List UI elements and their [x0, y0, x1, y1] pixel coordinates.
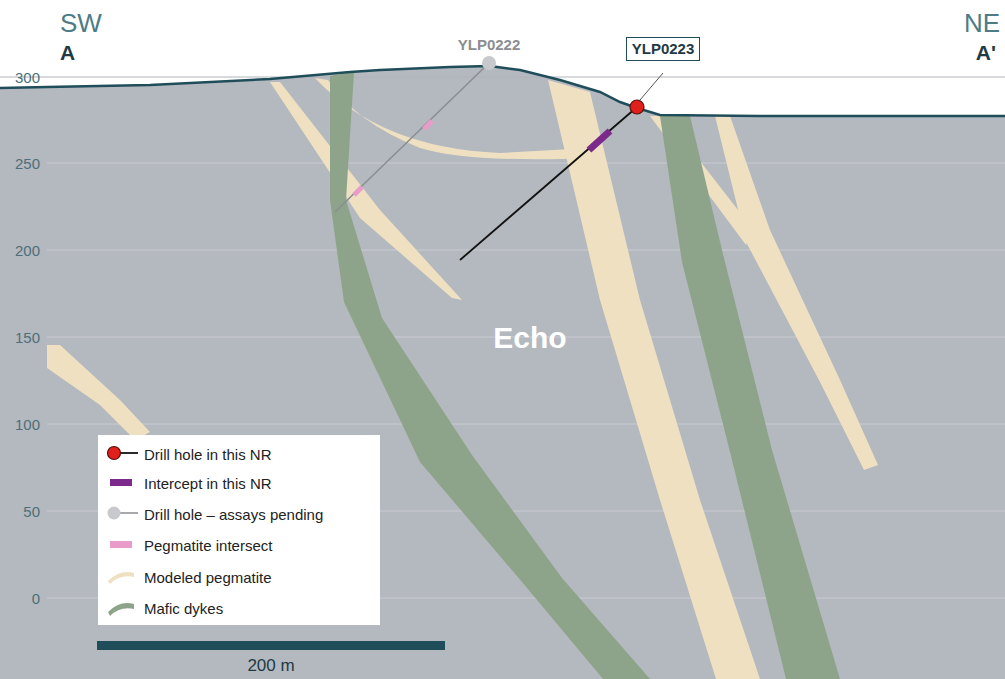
- legend-text: Pegmatite intersect: [144, 537, 272, 554]
- section-end-label: A: [60, 42, 75, 63]
- drill-hole: [460, 107, 637, 260]
- legend-row: Modeled pegmatite: [98, 565, 380, 589]
- axis-tick: 200: [15, 243, 40, 258]
- axis-tick: 300: [15, 70, 40, 85]
- scale-bar: [97, 641, 445, 650]
- direction-label: SW: [60, 10, 102, 36]
- legend-sample: [102, 565, 142, 589]
- legend-sample: [102, 442, 142, 466]
- drill-hole-callout: YLP0223: [626, 37, 701, 62]
- mafic-dykes: [330, 72, 840, 679]
- scale-label: 200 m: [247, 657, 294, 674]
- legend-text: Drill hole in this NR: [144, 446, 272, 463]
- legend-text: Intercept in this NR: [144, 475, 272, 492]
- legend-row: Pegmatite intersect: [98, 533, 380, 557]
- axis-tick: 150: [15, 330, 40, 345]
- collar-pending: [482, 56, 496, 70]
- legend-sample: [102, 596, 142, 620]
- direction-label: NE: [964, 10, 1000, 36]
- legend-row: Intercept in this NR: [98, 471, 380, 495]
- axis-tick: 100: [15, 417, 40, 432]
- pegmatite-intersect: [354, 187, 362, 195]
- pegmatites: [47, 78, 878, 679]
- legend: Drill hole in this NR Intercept in this N…: [98, 435, 380, 625]
- intercept: [589, 131, 610, 150]
- legend-row: Mafic dykes: [98, 596, 380, 620]
- drill-hole-pending: [335, 63, 489, 212]
- legend-text: Modeled pegmatite: [144, 569, 272, 586]
- drill-hole-label: YLP0222: [458, 37, 521, 52]
- leader-line: [640, 73, 663, 100]
- drill-hole-label: YLP0223: [632, 41, 695, 58]
- area-label: Echo: [493, 323, 566, 353]
- axis-tick: 0: [32, 591, 40, 606]
- ground: [0, 66, 1005, 679]
- legend-sample: [102, 533, 142, 557]
- legend-row: Drill hole in this NR: [98, 442, 380, 466]
- section-end-label: A': [976, 42, 996, 63]
- legend-text: Drill hole – assays pending: [144, 506, 323, 523]
- legend-row: Drill hole – assays pending: [98, 502, 380, 526]
- axis-tick: 50: [23, 504, 40, 519]
- surface-line: [0, 66, 1005, 116]
- pegmatite-intersect: [424, 121, 432, 129]
- axis-tick: 250: [15, 156, 40, 171]
- legend-text: Mafic dykes: [144, 600, 223, 617]
- legend-sample: [102, 502, 142, 526]
- legend-sample: [102, 471, 142, 495]
- collar: [630, 100, 644, 114]
